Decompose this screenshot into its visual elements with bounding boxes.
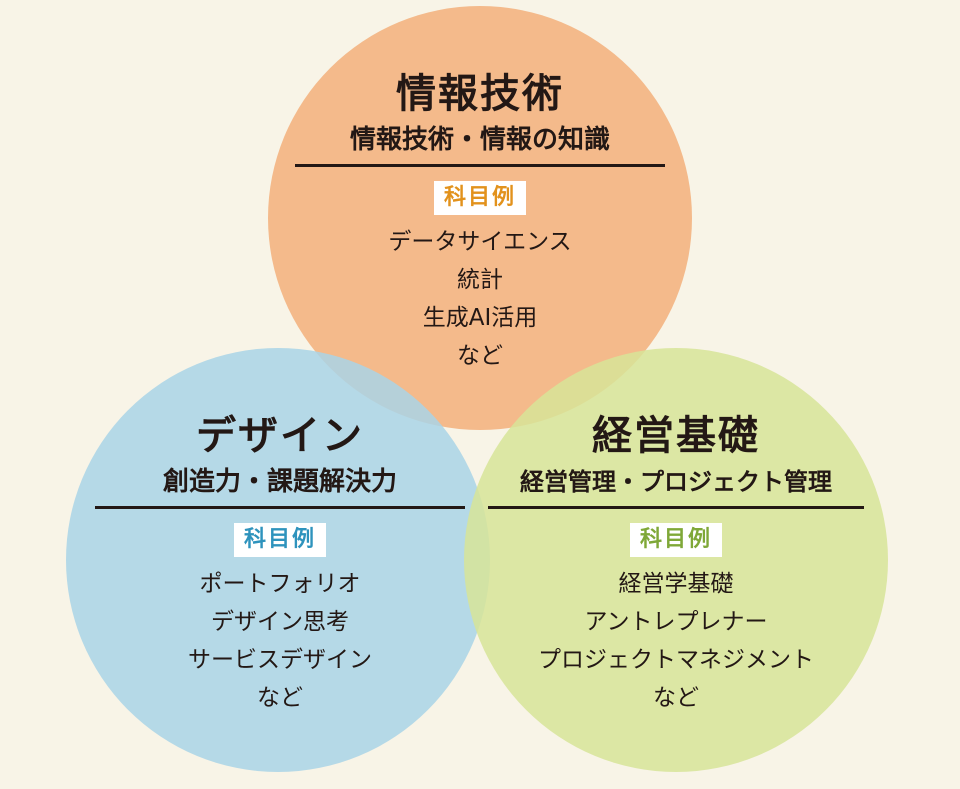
it-block: 情報技術 情報技術・情報の知識 科目例 データサイエンス 統計 生成AI活用 な… bbox=[290, 70, 670, 375]
list-item: アントレプレナー bbox=[584, 609, 768, 635]
it-item-list: データサイエンス 統計 生成AI活用 など bbox=[290, 223, 670, 375]
list-item: サービスデザイン bbox=[188, 647, 372, 673]
business-subtitle: 経営管理・プロジェクト管理 bbox=[520, 468, 832, 496]
business-block: 経営基礎 経営管理・プロジェクト管理 科目例 経営学基礎 アントレプレナー プロ… bbox=[484, 412, 868, 717]
it-title: 情報技術 bbox=[396, 71, 564, 117]
list-item: プロジェクトマネジメント bbox=[538, 647, 814, 673]
design-badge: 科目例 bbox=[233, 523, 326, 557]
business-item-list: 経営学基礎 アントレプレナー プロジェクトマネジメント など bbox=[484, 565, 868, 717]
list-item: デザイン思考 bbox=[211, 609, 349, 635]
list-item: 生成AI活用 bbox=[422, 305, 538, 331]
it-circle bbox=[268, 6, 692, 430]
list-item: など bbox=[653, 685, 699, 711]
design-block: デザイン 創造力・課題解決力 科目例 ポートフォリオ デザイン思考 サービスデザ… bbox=[90, 412, 470, 717]
design-circle bbox=[66, 348, 490, 772]
it-subtitle: 情報技術・情報の知識 bbox=[349, 125, 610, 155]
list-item: データサイエンス bbox=[388, 229, 572, 255]
list-item: 経営学基礎 bbox=[618, 571, 734, 597]
it-divider bbox=[295, 164, 665, 167]
design-subtitle: 創造力・課題解決力 bbox=[162, 467, 397, 497]
design-item-list: ポートフォリオ デザイン思考 サービスデザイン など bbox=[90, 565, 470, 717]
design-divider bbox=[95, 506, 465, 509]
list-item: ポートフォリオ bbox=[199, 571, 361, 597]
it-badge: 科目例 bbox=[433, 181, 526, 215]
list-item: 統計 bbox=[457, 267, 503, 293]
business-divider bbox=[488, 506, 864, 509]
design-title: デザイン bbox=[196, 413, 364, 459]
business-circle bbox=[464, 348, 888, 772]
business-badge: 科目例 bbox=[629, 523, 722, 557]
business-title: 経営基礎 bbox=[592, 413, 760, 459]
list-item: など bbox=[257, 685, 303, 711]
list-item: など bbox=[457, 343, 503, 369]
